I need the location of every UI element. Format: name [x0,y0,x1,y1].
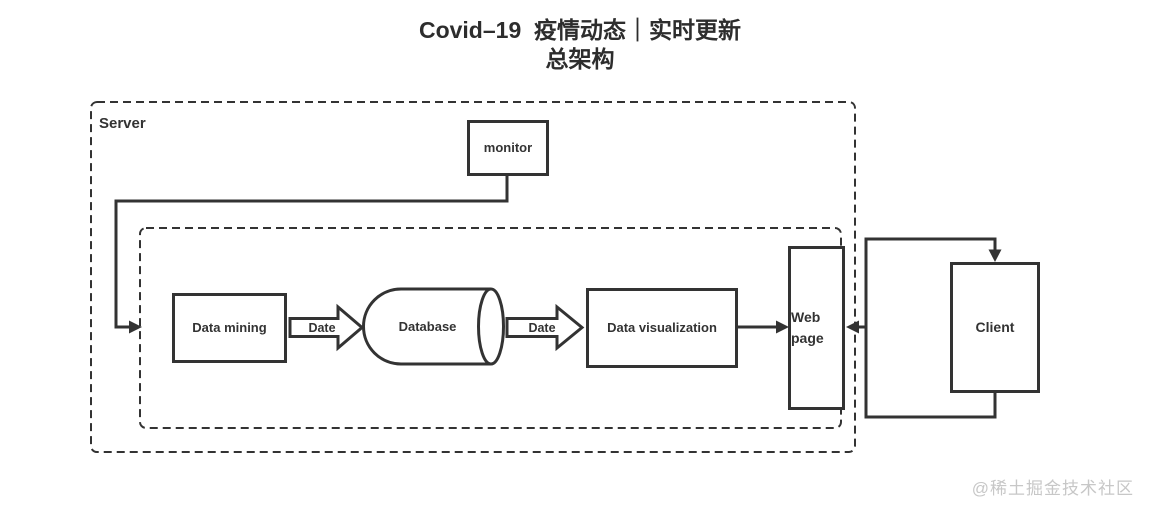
database-cylinder-body [362,287,491,366]
server-group-border [90,101,856,453]
date-in-label: Date [308,321,335,335]
node-monitor: monitor [467,120,549,176]
pipeline-group-border [139,227,842,429]
monitor-connector-arrowhead-icon [129,320,142,334]
client-label: Client [975,319,1015,335]
monitor-to-pipeline-connector [114,176,509,329]
database-label: Database [398,319,457,334]
title-line-1: Covid–19 疫情动态｜实时更新 [418,17,742,43]
date-block-arrow-out [505,303,585,352]
node-database-label: Database [364,289,491,364]
server-group-label: Server [99,115,146,132]
node-client: Client [950,262,1040,393]
node-data-visualization: Data visualization [586,288,738,368]
database-cylinder-face [477,287,505,366]
data-visualization-label: Data visualization [607,320,717,336]
web-page-label: Web page [791,309,824,346]
watermark: @稀土掘金技术社区 [971,479,1134,498]
node-data-mining: Data mining [172,293,287,363]
node-web-page: Web page [788,246,845,410]
monitor-label: monitor [483,140,533,156]
data-mining-label: Data mining [192,320,267,336]
visualization-connector-arrowhead-icon [776,320,789,334]
client-loop-arrowhead-down-icon [988,249,1002,262]
diagram-title: Covid–19 疫情动态｜实时更新 总架构 [0,16,1160,74]
date-block-arrow-in [288,303,365,352]
client-to-webpage-arrowhead-icon [846,320,859,334]
title-line-2: 总架构 [545,46,615,72]
date-out-label: Date [528,321,555,335]
